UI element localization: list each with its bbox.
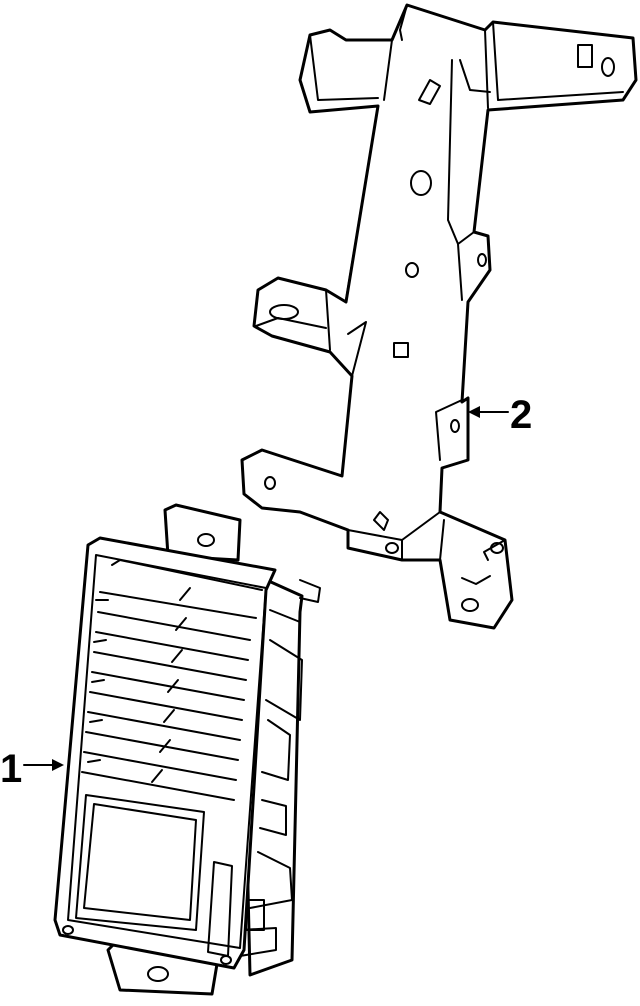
callout-2-label: 2: [510, 393, 532, 437]
callout-1-label: 1: [0, 747, 22, 791]
callout-1: 1: [0, 747, 64, 791]
body-control-module: [53, 503, 321, 996]
callout-2: 2: [468, 393, 532, 437]
mounting-bracket: [240, 3, 638, 630]
